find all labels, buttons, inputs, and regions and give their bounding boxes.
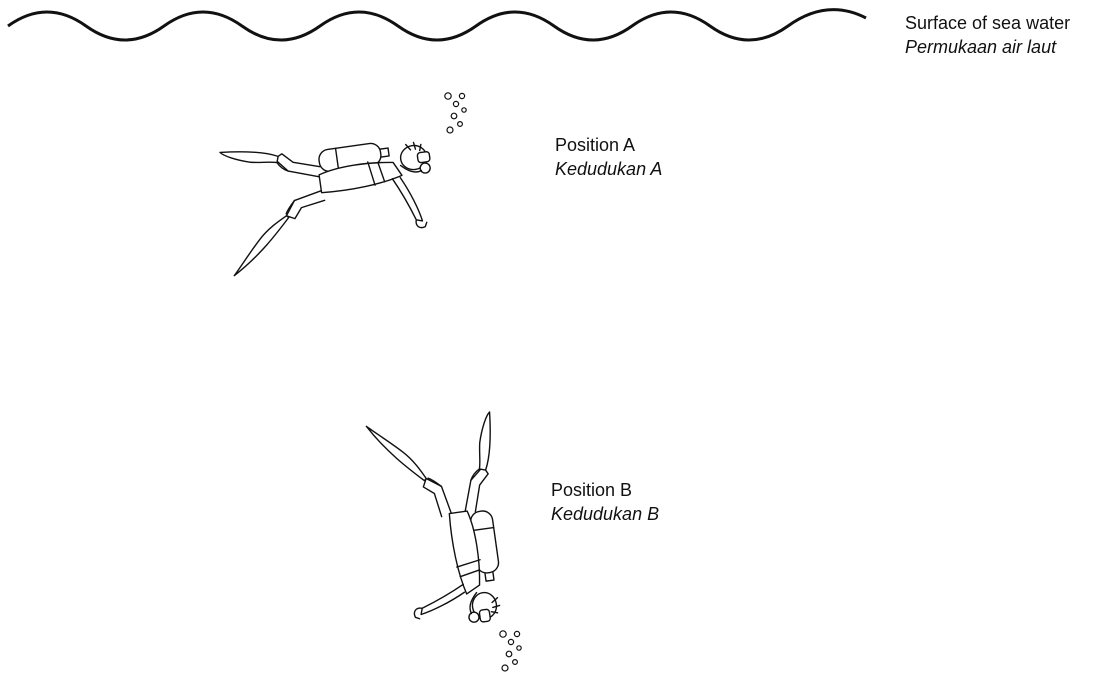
position-a-label-malay: Kedudukan A xyxy=(555,158,662,181)
surface-label-english: Surface of sea water xyxy=(905,12,1070,35)
diver-position-a xyxy=(217,124,442,276)
position-b-label-malay: Kedudukan B xyxy=(551,503,659,526)
position-a-label-english: Position A xyxy=(555,134,635,157)
diver-position-b xyxy=(366,409,518,634)
surface-label-malay: Permukaan air laut xyxy=(905,36,1056,59)
bubbles-position-b xyxy=(500,631,521,671)
sea-surface-line xyxy=(8,10,866,40)
bubbles-position-a xyxy=(445,93,466,133)
position-b-label-english: Position B xyxy=(551,479,632,502)
